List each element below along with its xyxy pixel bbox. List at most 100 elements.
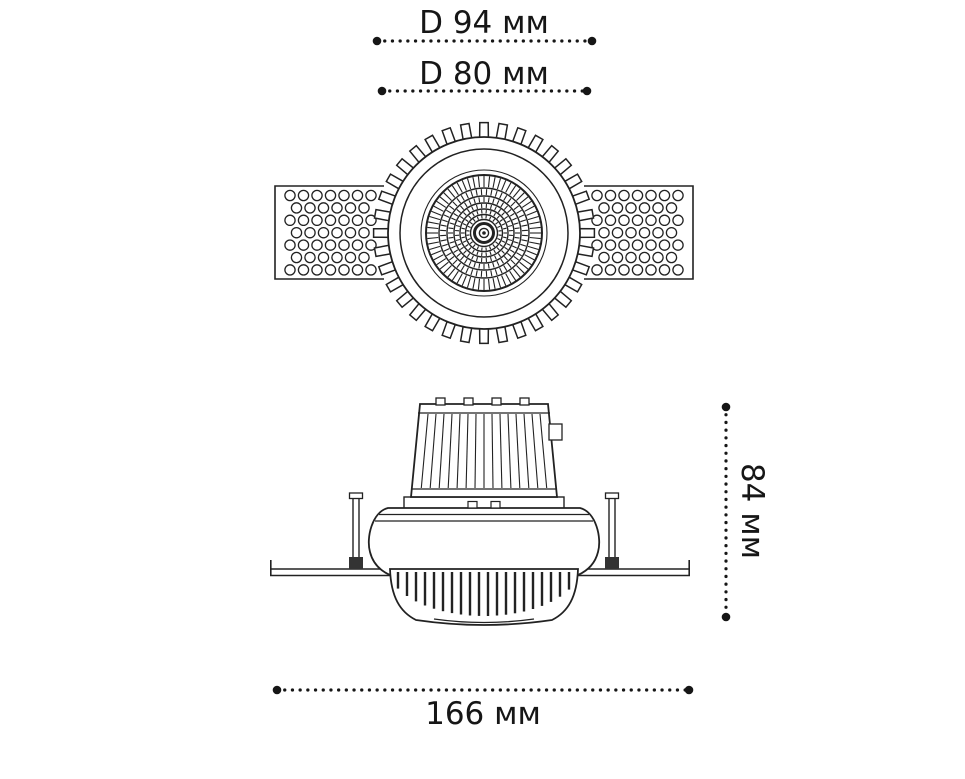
plate-hole — [317, 226, 330, 239]
facet-line — [455, 238, 461, 242]
plate-hole — [638, 251, 651, 264]
facet-line — [469, 221, 473, 225]
facet-line — [464, 202, 468, 208]
heatsink-fin — [429, 413, 437, 489]
facet-line — [496, 260, 500, 266]
plate-hole — [598, 226, 610, 239]
plate-hole — [324, 239, 337, 251]
facet-line — [470, 269, 474, 276]
facet-line — [521, 200, 532, 208]
heatsink-fin — [420, 413, 429, 489]
facet-line — [488, 246, 492, 250]
plate-hole — [365, 264, 377, 276]
facet-line — [490, 189, 493, 196]
plate-hole — [591, 239, 603, 251]
facet-line — [509, 185, 517, 196]
plate-hole — [311, 189, 323, 202]
facet-line — [443, 265, 452, 274]
plate-hole — [611, 202, 624, 214]
facet-line — [476, 251, 479, 256]
facet-line — [511, 245, 517, 249]
plate-hole — [338, 264, 350, 276]
facet-line — [502, 236, 507, 239]
dim-endpoint-dot — [721, 402, 731, 412]
plate-hole — [652, 202, 664, 214]
dim-label-d94: D 94 мм — [419, 5, 549, 41]
facet-line — [460, 195, 465, 201]
facet-line — [451, 185, 459, 196]
facet-line — [465, 267, 469, 274]
facet-line — [451, 270, 459, 281]
dim-endpoint-dot — [684, 685, 694, 695]
facet-line — [506, 220, 511, 223]
facet-line — [433, 254, 444, 261]
facet-line — [427, 236, 439, 240]
plate-hole — [358, 202, 370, 214]
plate-hole — [638, 202, 651, 214]
facet-line — [526, 250, 537, 256]
facet-line — [503, 195, 508, 201]
facet-line — [487, 197, 490, 203]
facet-line — [504, 215, 509, 220]
plate-hole — [598, 251, 610, 264]
body-outline — [367, 507, 601, 576]
dim-endpoint-dot — [582, 86, 592, 96]
spring-clips — [348, 492, 620, 569]
facet-line — [500, 202, 504, 208]
facet-line — [466, 178, 472, 190]
facet-line — [496, 276, 502, 288]
facet-line — [514, 236, 520, 239]
plate-hole — [324, 264, 337, 276]
facet-line — [499, 192, 503, 199]
heatsink-castellation — [519, 397, 530, 406]
reflector-ring — [459, 208, 509, 258]
facet-line — [459, 215, 464, 220]
facet-line — [512, 188, 521, 198]
facet-line — [527, 215, 539, 221]
facet-line — [467, 225, 471, 229]
plate-hole — [290, 226, 303, 239]
plate-hole — [618, 264, 630, 276]
facet-line — [456, 208, 461, 214]
heatsink — [403, 397, 565, 510]
facet-line — [489, 256, 493, 262]
facet-line — [473, 198, 476, 204]
facet-line — [459, 256, 465, 261]
dim-endpoint-dot — [372, 36, 382, 46]
facet-line — [443, 248, 450, 252]
facet-line — [501, 275, 507, 286]
facet-line — [511, 217, 517, 221]
plate-hole — [631, 189, 644, 202]
facet-line — [436, 200, 447, 208]
facet-line — [456, 252, 461, 258]
dim-label-w166: 166 мм — [425, 696, 541, 732]
plate-hole — [351, 264, 364, 276]
cable-clip — [548, 423, 563, 441]
facet-line — [509, 249, 515, 253]
heatsink-fin — [491, 413, 494, 489]
plate-hole — [344, 202, 357, 214]
plate-hole — [331, 202, 343, 214]
facet-line — [452, 201, 458, 207]
facet-line — [528, 221, 541, 225]
plate-hole — [338, 189, 350, 202]
facet-line — [487, 176, 491, 188]
facet-line — [475, 256, 479, 262]
heatsink-fin — [465, 413, 469, 489]
facet-line — [496, 200, 500, 206]
plate-hole — [358, 251, 370, 264]
body-tab — [467, 500, 478, 509]
facet-line — [463, 212, 467, 216]
facet-line — [468, 260, 472, 266]
plate-hole — [591, 264, 603, 276]
facet-line — [472, 277, 476, 290]
plate-hole — [297, 239, 310, 251]
facet-line — [457, 220, 462, 223]
plate-hole — [665, 202, 678, 214]
facet-line — [469, 241, 473, 245]
plate-hole — [591, 189, 603, 202]
facet-line — [457, 243, 462, 246]
facet-line — [507, 224, 513, 228]
facet-line — [461, 236, 466, 239]
